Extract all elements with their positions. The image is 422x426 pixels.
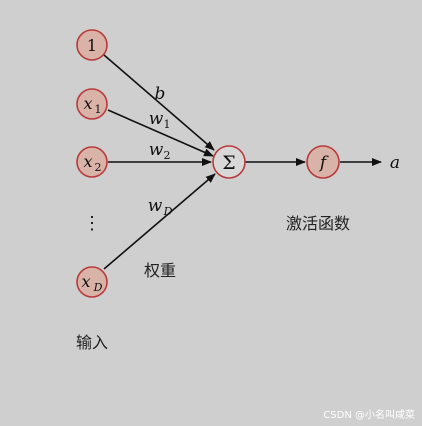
- x2-base: x: [83, 152, 92, 171]
- inputs-label: 输入: [76, 333, 108, 352]
- sum-node: Σ: [212, 145, 246, 179]
- sum-symbol: Σ: [222, 152, 235, 174]
- xD-sub: D: [93, 281, 103, 294]
- activation-node: f: [306, 145, 340, 179]
- edge-x1-to-sum: [107, 109, 214, 157]
- activation-symbol: f: [318, 153, 329, 173]
- x2-input-node: x 2: [76, 146, 108, 178]
- xD-base: x: [81, 272, 90, 291]
- input-ellipsis: ⋮: [83, 213, 101, 234]
- csdn-watermark: CSDN @小名叫咸菜: [323, 408, 415, 421]
- weight-b-label: b: [155, 84, 166, 104]
- weight-w2-base: w: [149, 140, 164, 160]
- x2-sub: 2: [95, 161, 102, 174]
- output-symbol: a: [390, 153, 400, 173]
- edge-bias-to-sum: [103, 54, 215, 151]
- x1-input-node: x 1: [76, 88, 108, 120]
- xD-input-node: x D: [76, 266, 108, 298]
- bias-input-label: 1: [87, 36, 97, 55]
- weight-w2-sub: 2: [164, 149, 171, 162]
- x1-sub: 1: [95, 103, 102, 116]
- activation-function-label: 激活函数: [286, 214, 350, 233]
- weight-w1-sub: 1: [164, 118, 171, 131]
- weight-wD-sub: D: [163, 205, 173, 218]
- weight-wD-base: w: [148, 196, 163, 216]
- edge-xD-to-sum: [103, 173, 216, 270]
- bias-input-node: 1: [76, 29, 108, 61]
- x1-base: x: [83, 94, 92, 113]
- weights-label: 权重: [144, 261, 176, 280]
- weight-w1-base: w: [149, 109, 164, 129]
